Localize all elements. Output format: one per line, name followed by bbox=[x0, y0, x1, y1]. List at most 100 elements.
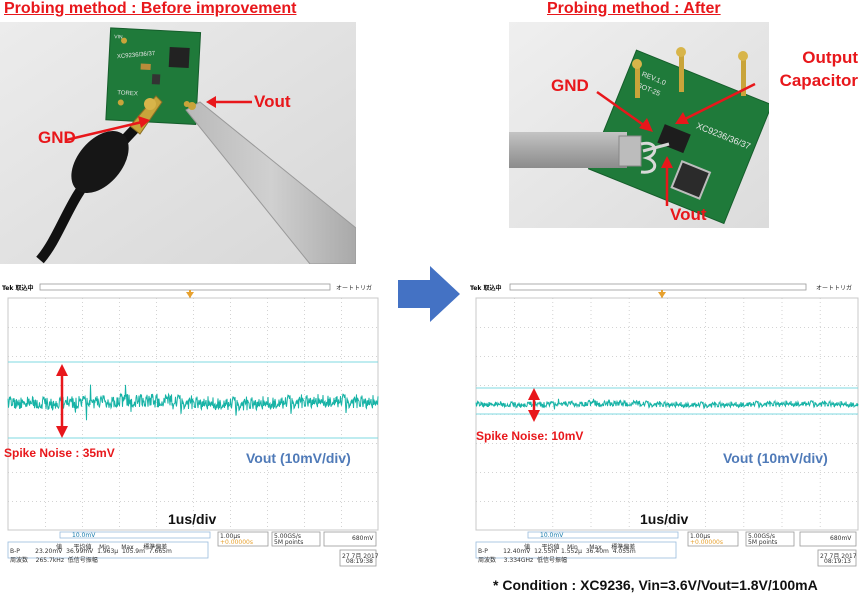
vout-arrow-before bbox=[206, 96, 252, 108]
graticule-dot bbox=[590, 434, 592, 435]
graticule-dot bbox=[628, 342, 630, 343]
graticule-dot bbox=[781, 418, 783, 419]
graticule-dot bbox=[590, 334, 592, 335]
graticule-dot bbox=[292, 472, 293, 473]
graticule-dot bbox=[267, 318, 268, 319]
graticule-dot bbox=[552, 410, 554, 411]
graticule-dot bbox=[819, 374, 821, 375]
graticule-dot bbox=[488, 472, 489, 473]
scope-left-screen bbox=[0, 280, 380, 570]
graticule-dot bbox=[819, 438, 821, 439]
graticule-dot bbox=[140, 443, 141, 444]
graticule-dot bbox=[304, 501, 305, 502]
graticule-dot bbox=[312, 443, 313, 444]
graticule-dot bbox=[612, 443, 613, 444]
graticule-dot bbox=[341, 490, 342, 491]
graticule-dot bbox=[564, 356, 565, 357]
graticule-dot bbox=[356, 327, 357, 328]
graticule-dot bbox=[828, 356, 829, 357]
graticule-dot bbox=[636, 501, 637, 502]
graticule-dot bbox=[82, 378, 83, 379]
graticule-dot bbox=[20, 472, 21, 473]
graticule-dot bbox=[124, 385, 125, 386]
graticule-dot bbox=[267, 354, 268, 355]
graticule-dot bbox=[56, 472, 57, 473]
graticule-dot bbox=[705, 490, 706, 491]
graticule-dot bbox=[184, 327, 185, 328]
graticule-dot bbox=[68, 501, 69, 502]
graticule-dot bbox=[140, 501, 141, 502]
graticule-dot bbox=[144, 472, 145, 473]
graticule-dot bbox=[267, 398, 268, 399]
graticule-dot bbox=[82, 310, 83, 311]
graticule-dot bbox=[52, 414, 53, 415]
graticule-dot bbox=[628, 490, 630, 491]
graticule-dot bbox=[372, 443, 373, 444]
output-cap-label-2: Capacitor bbox=[779, 71, 858, 90]
graticule-dot bbox=[544, 472, 545, 473]
graticule-dot bbox=[156, 472, 157, 473]
graticule-dot bbox=[648, 472, 649, 473]
graticule-dot bbox=[48, 501, 49, 502]
graticule-dot bbox=[48, 443, 49, 444]
graticule-dot bbox=[332, 385, 333, 386]
graticule-dot bbox=[192, 414, 193, 415]
graticule-dot bbox=[590, 374, 592, 375]
graticule-dot bbox=[784, 327, 785, 328]
graticule-dot bbox=[516, 443, 517, 444]
graticule-dot bbox=[180, 385, 181, 386]
graticule-dot bbox=[230, 378, 231, 379]
graticule-dot bbox=[743, 462, 745, 463]
graticule-dot bbox=[45, 358, 46, 359]
graticule-dot bbox=[856, 327, 857, 328]
graticule-dot bbox=[514, 430, 515, 431]
graticule-dot bbox=[244, 501, 245, 502]
graticule-dot bbox=[252, 414, 253, 415]
graticule-dot bbox=[344, 443, 345, 444]
graticule-dot bbox=[264, 356, 265, 357]
graticule-dot bbox=[628, 306, 630, 307]
graticule-dot bbox=[696, 501, 697, 502]
graticule-dot bbox=[160, 501, 161, 502]
graticule-dot bbox=[348, 472, 349, 473]
graticule-dot bbox=[156, 501, 157, 502]
graticule-dot bbox=[560, 443, 561, 444]
graticule-dot bbox=[304, 366, 305, 367]
graticule-dot bbox=[204, 385, 205, 386]
graticule-dot bbox=[590, 426, 592, 427]
graticule-dot bbox=[556, 385, 557, 386]
graticule-dot bbox=[292, 356, 293, 357]
graticule-dot bbox=[12, 356, 13, 357]
graticule-dot bbox=[267, 458, 268, 459]
graticule-dot bbox=[193, 418, 194, 419]
meas-cell: 36.40m bbox=[585, 548, 609, 555]
graticule-dot bbox=[844, 385, 845, 386]
graticule-dot bbox=[504, 385, 505, 386]
graticule-dot bbox=[743, 310, 745, 311]
graticule-dot bbox=[119, 510, 120, 511]
graticule-dot bbox=[341, 342, 342, 343]
scope-left-meas-headers: 値 平均値 Min Max 標準偏差 bbox=[56, 542, 167, 551]
graticule-dot bbox=[819, 350, 821, 351]
graticule-dot bbox=[528, 385, 529, 386]
graticule-dot bbox=[628, 502, 630, 503]
graticule-dot bbox=[304, 334, 305, 335]
graticule-dot bbox=[819, 470, 821, 471]
graticule-dot bbox=[781, 394, 783, 395]
graticule-dot bbox=[672, 327, 673, 328]
graticule-dot bbox=[236, 443, 237, 444]
graticule-dot bbox=[304, 430, 305, 431]
graticule-dot bbox=[856, 501, 857, 502]
graticule-dot bbox=[193, 378, 194, 379]
graticule-dot bbox=[604, 501, 605, 502]
graticule-dot bbox=[705, 302, 706, 303]
graticule-dot bbox=[341, 326, 342, 327]
graticule-dot bbox=[628, 522, 630, 523]
graticule-dot bbox=[552, 394, 554, 395]
graticule-dot bbox=[212, 356, 213, 357]
graticule-dot bbox=[324, 414, 325, 415]
graticule-dot bbox=[296, 414, 297, 415]
graticule-dot bbox=[52, 327, 53, 328]
graticule-dot bbox=[316, 472, 317, 473]
graticule-dot bbox=[248, 356, 249, 357]
